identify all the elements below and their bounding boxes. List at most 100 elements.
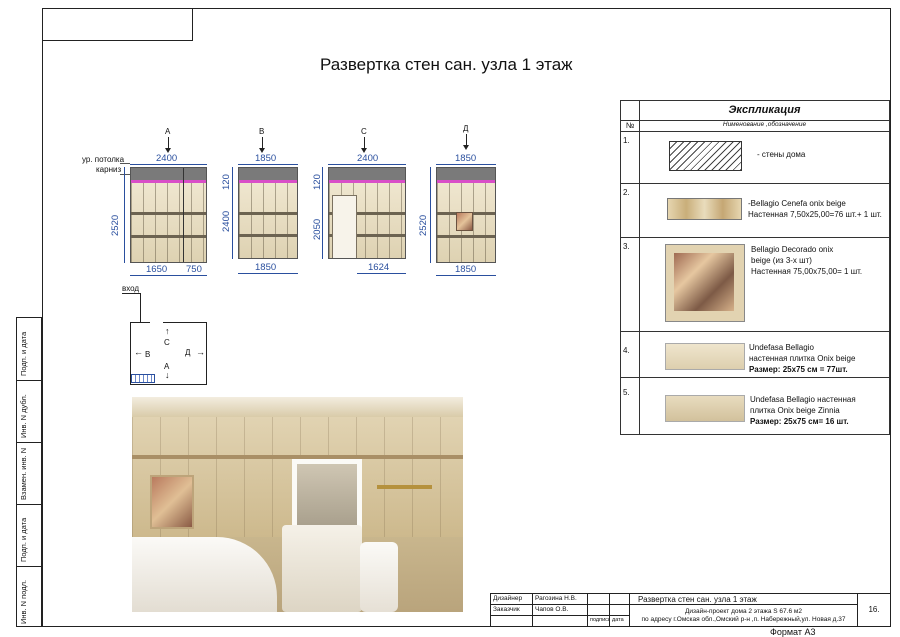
row-line: Bellagio Decorado onix: [751, 245, 834, 254]
plan-label-b: В: [145, 350, 151, 359]
bathroom-plan: [130, 322, 207, 385]
wall-a-height: 2520: [110, 214, 121, 236]
bathtub: [132, 537, 277, 612]
row-line: плитка Onix beige Zinnia: [750, 406, 840, 415]
row-num: 2.: [620, 183, 640, 238]
dim-line: [436, 164, 496, 165]
wall-a-width: 2400: [156, 153, 178, 164]
wall-a-elevation: [130, 167, 207, 263]
ceiling-level-label: ур. потолка: [82, 155, 125, 164]
decor-tile-swatch: [665, 244, 745, 322]
decor-panel: [150, 475, 194, 529]
date-label: дата: [610, 616, 630, 627]
dim-line: [322, 167, 323, 259]
dim-line: [124, 167, 125, 263]
empty-cell: [533, 616, 588, 627]
border-tile-swatch: [667, 198, 742, 220]
row-line: Undefasa Bellagio настенная: [750, 395, 856, 404]
view-arrow-icon: [463, 134, 469, 150]
date-cell: [610, 605, 630, 616]
dim-line: [238, 164, 298, 165]
row-num: 3.: [620, 237, 640, 332]
col-num-header: №: [620, 120, 640, 132]
empty-cell: [491, 616, 533, 627]
row-line: Настенная 7,50х25,00=76 шт.+ 1 шт.: [748, 210, 882, 219]
view-arrow-icon: [165, 137, 171, 153]
arrow-down-icon: ↓: [165, 370, 170, 380]
leader-line: [140, 293, 141, 323]
cornice-label: карниз: [96, 165, 122, 174]
plan-wall: [163, 322, 207, 323]
plan-label-a: А: [164, 362, 170, 371]
wall-b-letter: В: [259, 127, 265, 136]
client-label: Заказчик: [491, 605, 533, 616]
bathtub-icon: [131, 374, 155, 383]
row-line: Размер: 25х75 см = 77шт.: [749, 365, 848, 374]
col-name-header: Нименование ,обозначение: [639, 120, 890, 132]
side-stamp-label: Взамен. инв. N: [19, 447, 28, 500]
sign-label: подпись: [588, 616, 610, 627]
mirror: [292, 459, 362, 531]
row-num: 5.: [620, 377, 640, 435]
side-stamp: Подп. и дата Инв. N дубл. Взамен. инв. N…: [16, 317, 42, 627]
plan-label-d: Д: [185, 348, 191, 357]
project-line: по адресу г.Омская обл.,Омский р-н ,п. Н…: [641, 616, 846, 623]
dim-line: [430, 167, 431, 263]
row-line: настенная плитка Onix beige: [749, 354, 856, 363]
dim-line: [357, 273, 406, 274]
dim-line: [238, 273, 298, 274]
designer-name: Рагозина Н.В.: [533, 594, 588, 605]
wall-d-bottom: 1850: [455, 264, 477, 275]
side-stamp-label: Инв. N дубл.: [19, 394, 28, 438]
wall-a-bottom-1: 1650: [146, 264, 168, 275]
plan-wall: [130, 322, 150, 323]
wall-d-width: 1850: [455, 153, 477, 164]
wall-hatch-icon: [669, 141, 742, 171]
wall-c-elevation: [328, 167, 406, 259]
towel-rail: [377, 485, 432, 489]
top-left-stamp: [42, 8, 193, 41]
leader-line: [122, 293, 140, 294]
row-num: 4.: [620, 331, 640, 378]
side-stamp-divider: [17, 442, 41, 443]
wall-d-elevation: [436, 167, 496, 263]
arrow-up-icon: ↑: [165, 326, 170, 336]
wall-tile-swatch: [665, 343, 745, 370]
side-stamp-label: Подп. и дата: [19, 331, 28, 376]
wall-d-letter: Д: [463, 124, 469, 133]
sheet-title: Развертка стен сан. узла 1 этаж: [630, 594, 858, 605]
wall-b-width: 1850: [255, 153, 277, 164]
wall-c-letter: С: [361, 127, 367, 136]
side-stamp-divider: [17, 504, 41, 505]
side-stamp-label: Подп. и дата: [19, 517, 28, 562]
row-line: -Bellagio Cenefa onix beige: [748, 199, 846, 208]
wall-b-cornice-dim: 120: [221, 174, 232, 190]
sign-cell: [588, 605, 610, 616]
wall-a-bottom-2: 750: [186, 264, 202, 275]
row-line: beige (из 3-х шт): [751, 256, 812, 265]
plan-label-c: С: [164, 338, 170, 347]
client-name: Чапов О.В.: [533, 605, 588, 616]
row-line: Размер: 25х75 см= 16 шт.: [750, 417, 849, 426]
toilet: [360, 542, 398, 612]
dim-line: [232, 167, 233, 259]
sheet-number: 16.: [868, 605, 880, 614]
entrance-label: вход: [122, 284, 140, 293]
drawing-frame: [42, 8, 891, 627]
side-stamp-divider: [17, 566, 41, 567]
designer-label: Дизайнер: [491, 594, 533, 605]
bathroom-render-image: [132, 397, 463, 612]
sign-cell: [588, 594, 610, 605]
project-info: Дизайн-проект дома 2 этажа S 67.6 м2 по …: [630, 605, 858, 627]
row-line: - стены дома: [757, 150, 806, 159]
side-stamp-divider: [17, 380, 41, 381]
explication-table: Экспликация № Нименование ,обозначение 1…: [620, 100, 890, 435]
dim-line: [436, 275, 496, 276]
row-num: 1.: [620, 131, 640, 184]
arrow-left-icon: ←: [134, 347, 143, 357]
page-title: Развертка стен сан. узла 1 этаж: [320, 55, 573, 74]
explication-header: Экспликация: [639, 100, 890, 121]
leader-line: [120, 163, 130, 164]
project-line: Дизайн-проект дома 2 этажа S 67.6 м2: [685, 608, 802, 615]
arrow-right-icon: →: [196, 347, 205, 357]
